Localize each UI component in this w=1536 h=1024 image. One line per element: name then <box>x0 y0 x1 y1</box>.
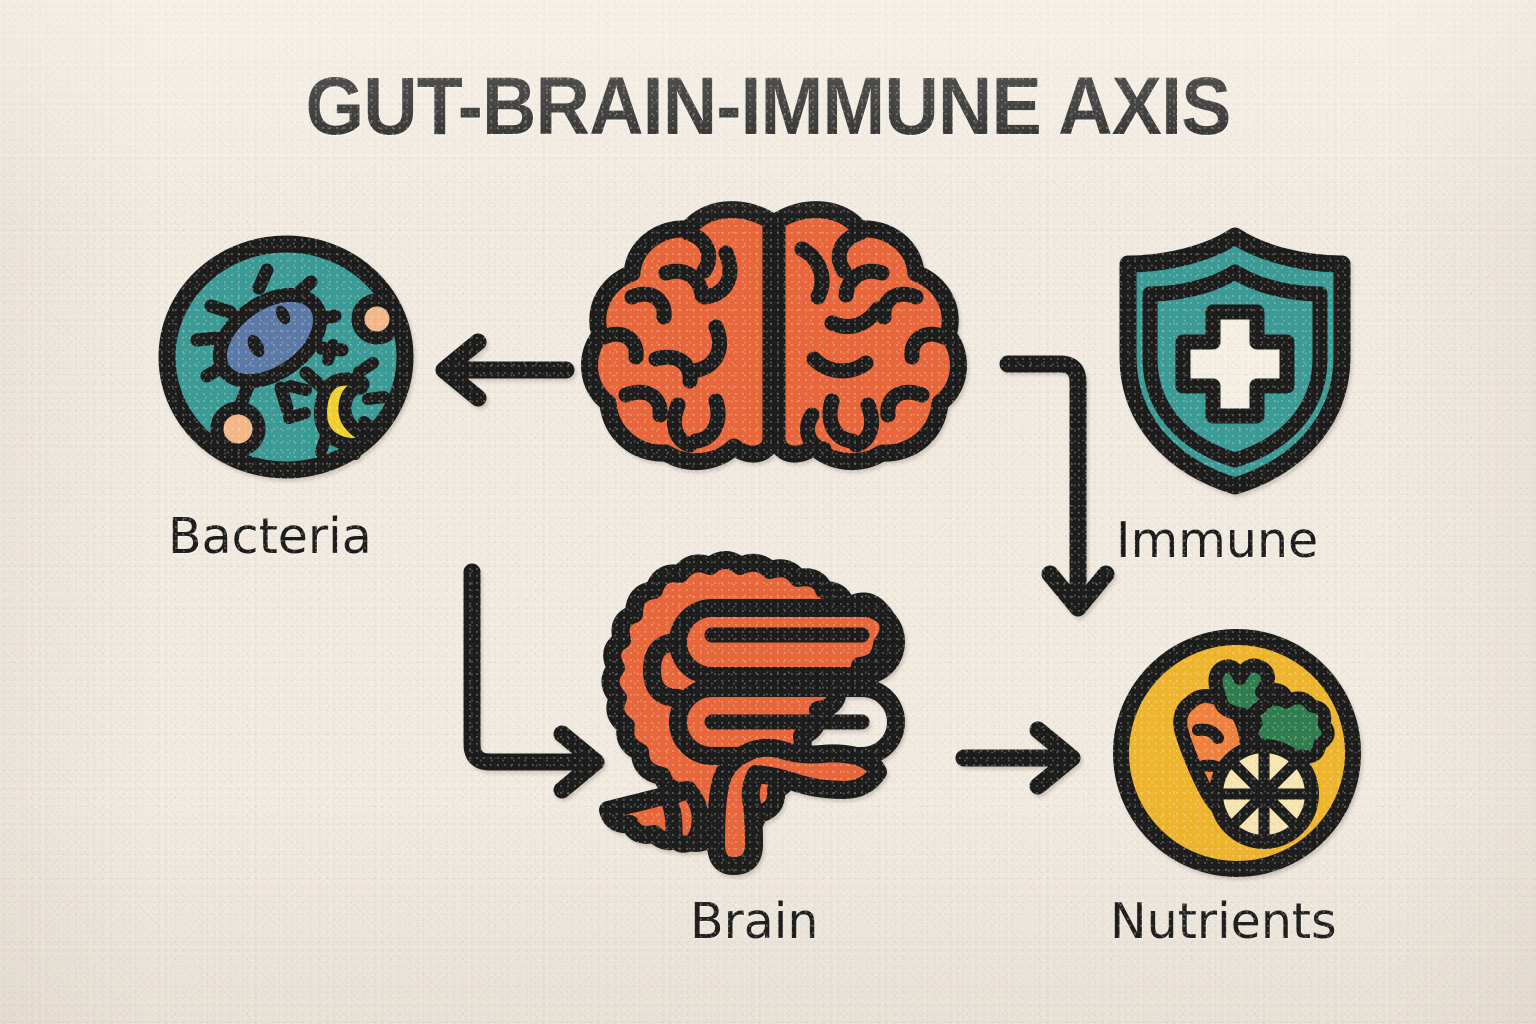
arrow-elbow-right-icon <box>458 562 618 799</box>
arrow-left-icon <box>424 333 575 407</box>
shield-cross-icon[interactable] <box>1108 227 1362 495</box>
brain-icon[interactable] <box>566 201 982 471</box>
arrow-right-icon <box>955 721 1086 795</box>
bacteria-label: Bacteria <box>168 508 372 565</box>
intestine-label: Brain <box>690 893 819 950</box>
page-title: GUT-BRAIN-IMMUNE AXIS <box>305 61 1231 152</box>
rod-bacterium <box>190 263 349 415</box>
bacteria-petri-dish-icon[interactable] <box>155 232 417 482</box>
vegetables-circle-icon[interactable] <box>1112 628 1362 878</box>
arrow-elbow-down-icon <box>998 352 1118 630</box>
citrus-slice-icon <box>1209 739 1319 849</box>
cocci-bacterium <box>283 339 390 460</box>
nutrients-label: Nutrients <box>1110 893 1337 950</box>
intestine-icon[interactable] <box>570 480 960 885</box>
immune-label: Immune <box>1116 512 1319 569</box>
